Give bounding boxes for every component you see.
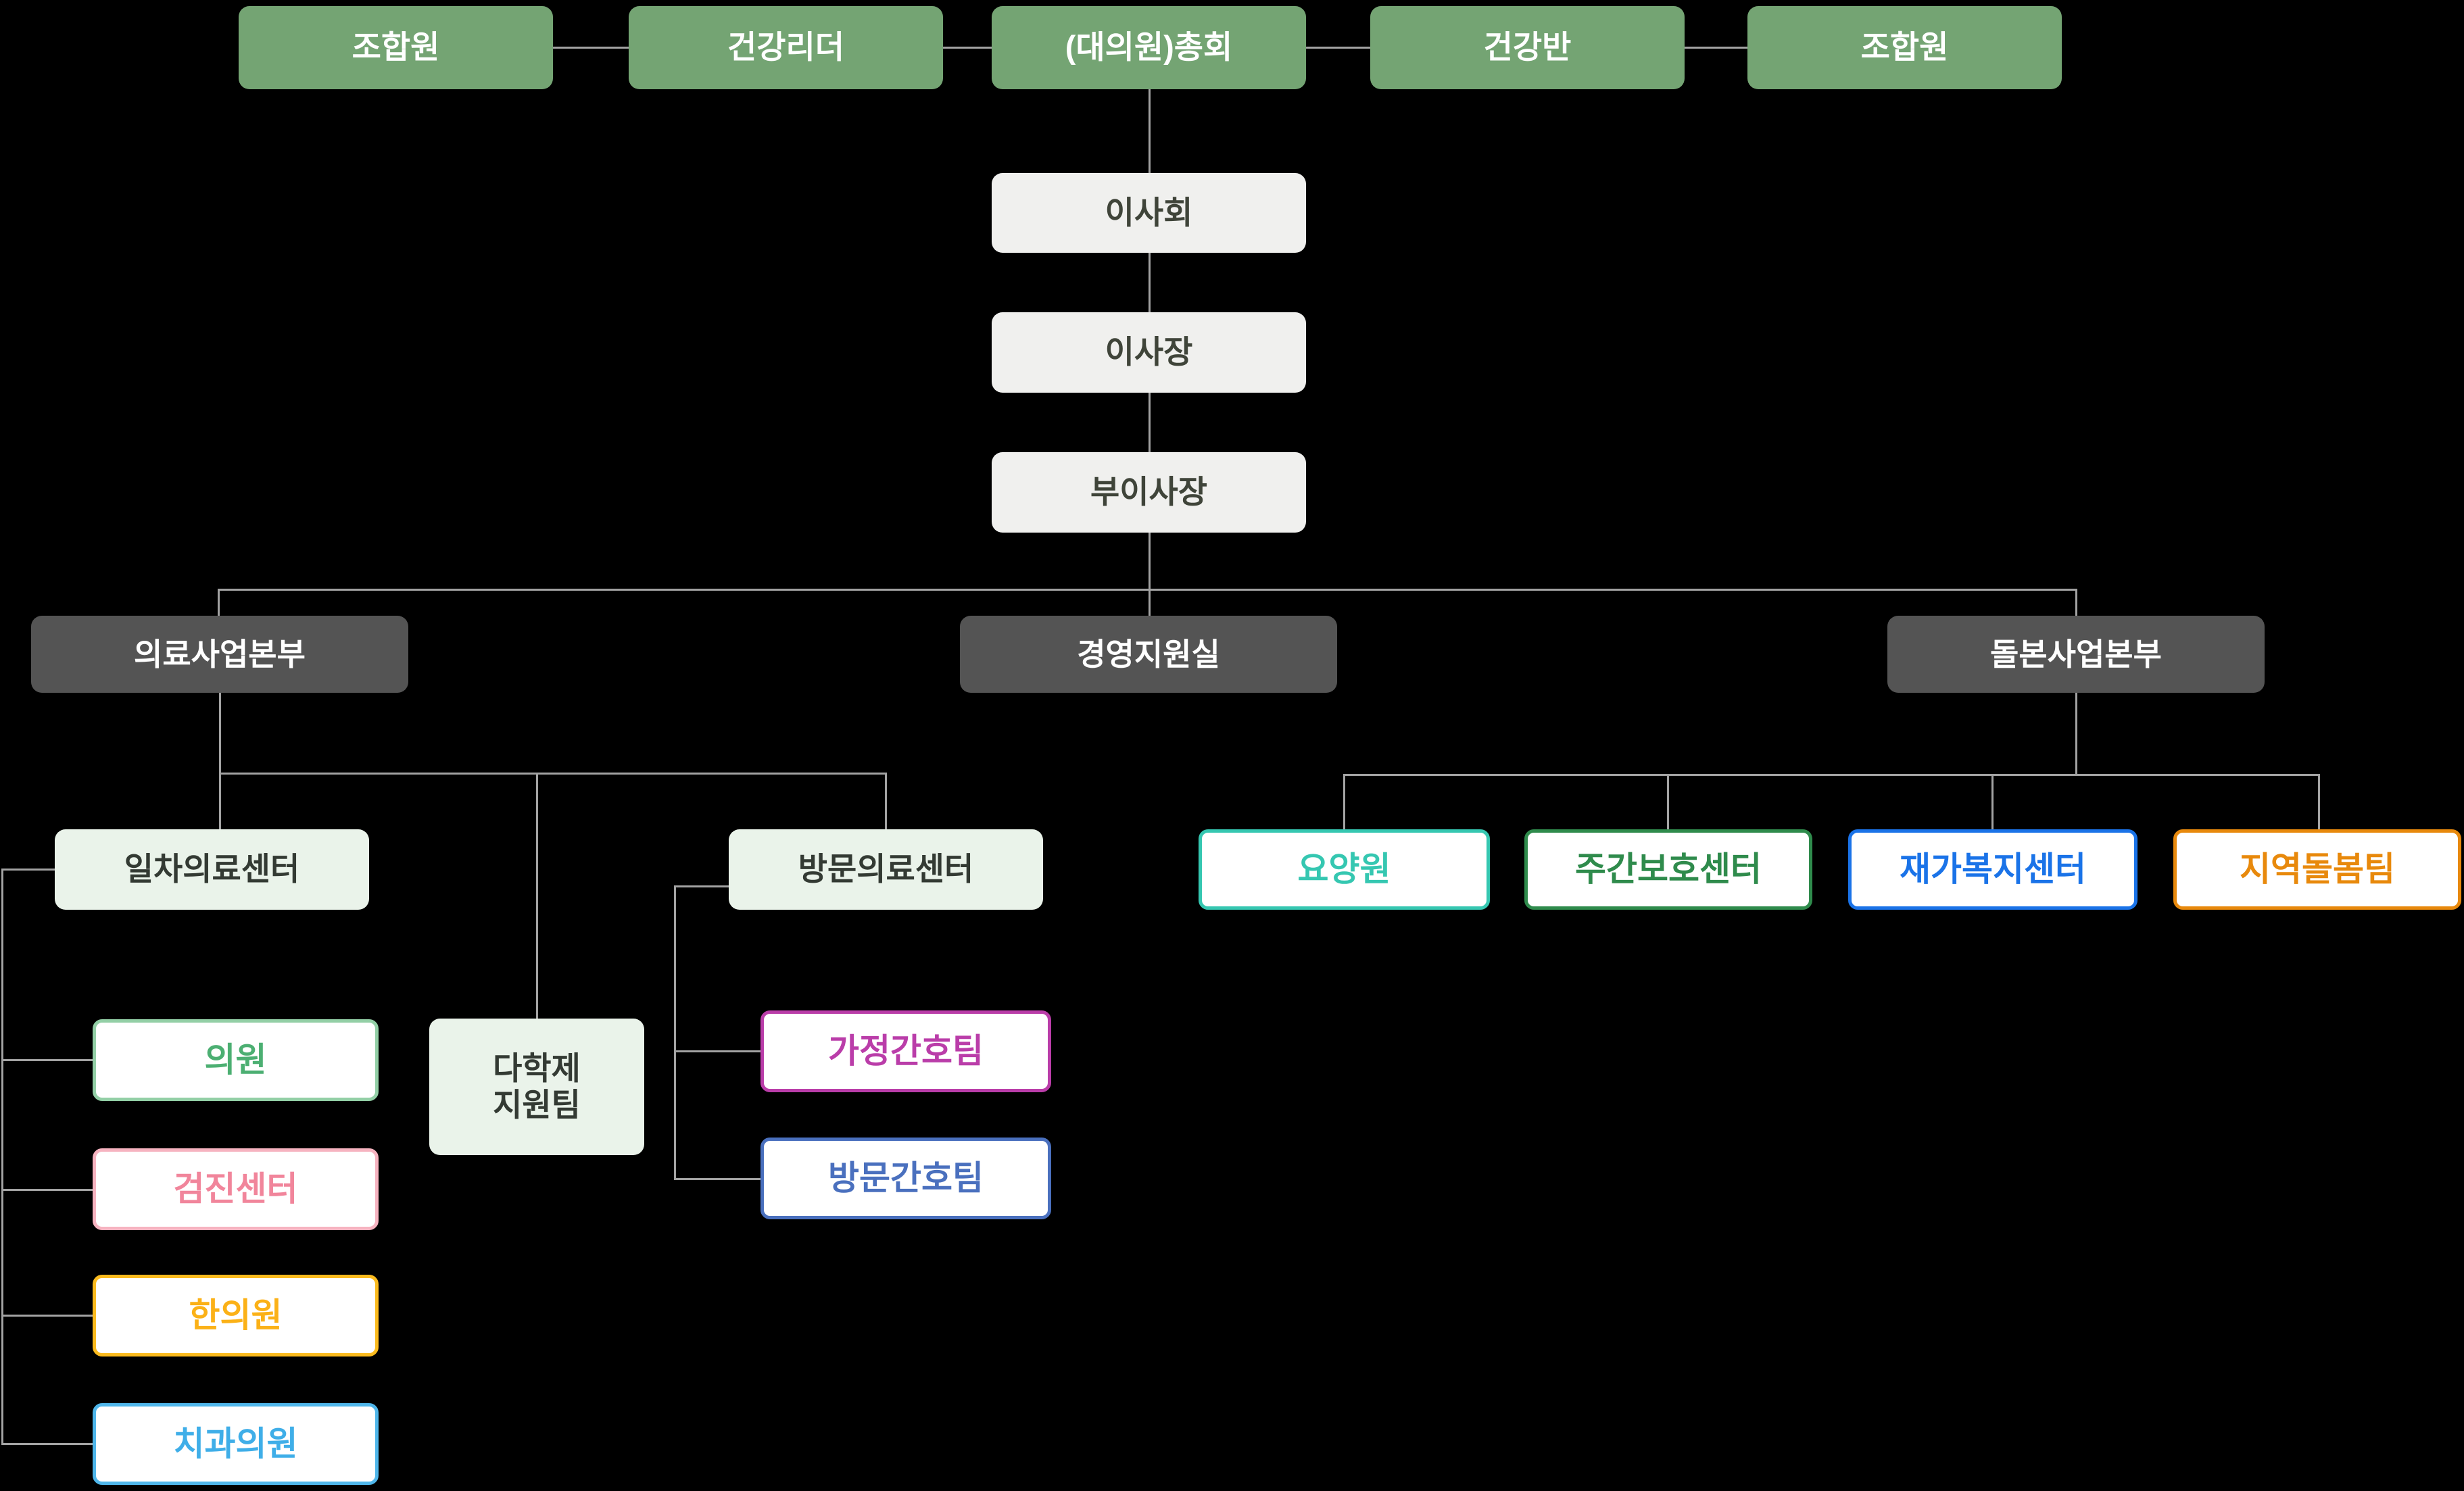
node-member-right: 조합원: [1747, 6, 2062, 89]
connector: [674, 885, 729, 887]
connector: [2075, 693, 2077, 775]
connector: [885, 773, 887, 829]
connector: [1, 1315, 93, 1317]
node-health-leader: 건강리더: [629, 6, 943, 89]
node-dental-clinic: 치과의원: [93, 1403, 379, 1485]
connector: [1, 869, 55, 871]
connector: [218, 589, 2077, 591]
connector: [219, 693, 221, 829]
connector: [1, 1059, 93, 1061]
connector: [1991, 774, 1994, 829]
node-visiting-care-center: 방문의료센터: [729, 829, 1043, 910]
connector: [943, 47, 992, 49]
connector: [1149, 393, 1151, 452]
connector: [674, 885, 676, 1180]
node-checkup-center: 검진센터: [93, 1148, 379, 1230]
node-health-group: 건강반: [1370, 6, 1685, 89]
node-home-nursing-team: 가정간호팀: [760, 1010, 1051, 1092]
node-clinic: 의원: [93, 1019, 379, 1101]
node-community-care-team: 지역돌봄팀: [2173, 829, 2461, 910]
connector: [674, 1050, 760, 1052]
node-day-care-center: 주간보호센터: [1524, 829, 1812, 910]
connector: [218, 589, 220, 616]
connector: [2075, 589, 2077, 616]
node-medical-division: 의료사업본부: [31, 616, 408, 693]
connector: [1667, 774, 1669, 829]
node-home-welfare-center: 재가복지센터: [1848, 829, 2137, 910]
connector: [1, 1189, 93, 1191]
connector: [219, 773, 886, 775]
node-chairman: 이사장: [992, 312, 1306, 393]
node-general-assembly: (대의원)총회: [992, 6, 1306, 89]
connector: [1, 869, 3, 1444]
connector: [674, 1178, 760, 1180]
connector: [1149, 533, 1151, 616]
connector: [1343, 774, 2319, 776]
connector: [1343, 774, 1345, 829]
node-board-of-directors: 이사회: [992, 173, 1306, 253]
connector: [1, 1443, 93, 1445]
node-vice-chairman: 부이사장: [992, 452, 1306, 533]
connector: [536, 773, 538, 1019]
node-management-support-office: 경영지원실: [960, 616, 1337, 693]
connector: [553, 47, 629, 49]
node-primary-care-center: 일차의료센터: [55, 829, 369, 910]
node-member-left: 조합원: [239, 6, 553, 89]
connector: [1306, 47, 1370, 49]
node-care-division: 돌본사업본부: [1887, 616, 2265, 693]
connector: [1685, 47, 1747, 49]
node-korean-medicine-clinic: 한의원: [93, 1275, 379, 1356]
connector: [2318, 774, 2320, 829]
connector: [1149, 253, 1151, 312]
node-visiting-nursing-team: 방문간호팀: [760, 1138, 1051, 1219]
node-nursing-home: 요양원: [1199, 829, 1490, 910]
connector: [1149, 89, 1151, 173]
